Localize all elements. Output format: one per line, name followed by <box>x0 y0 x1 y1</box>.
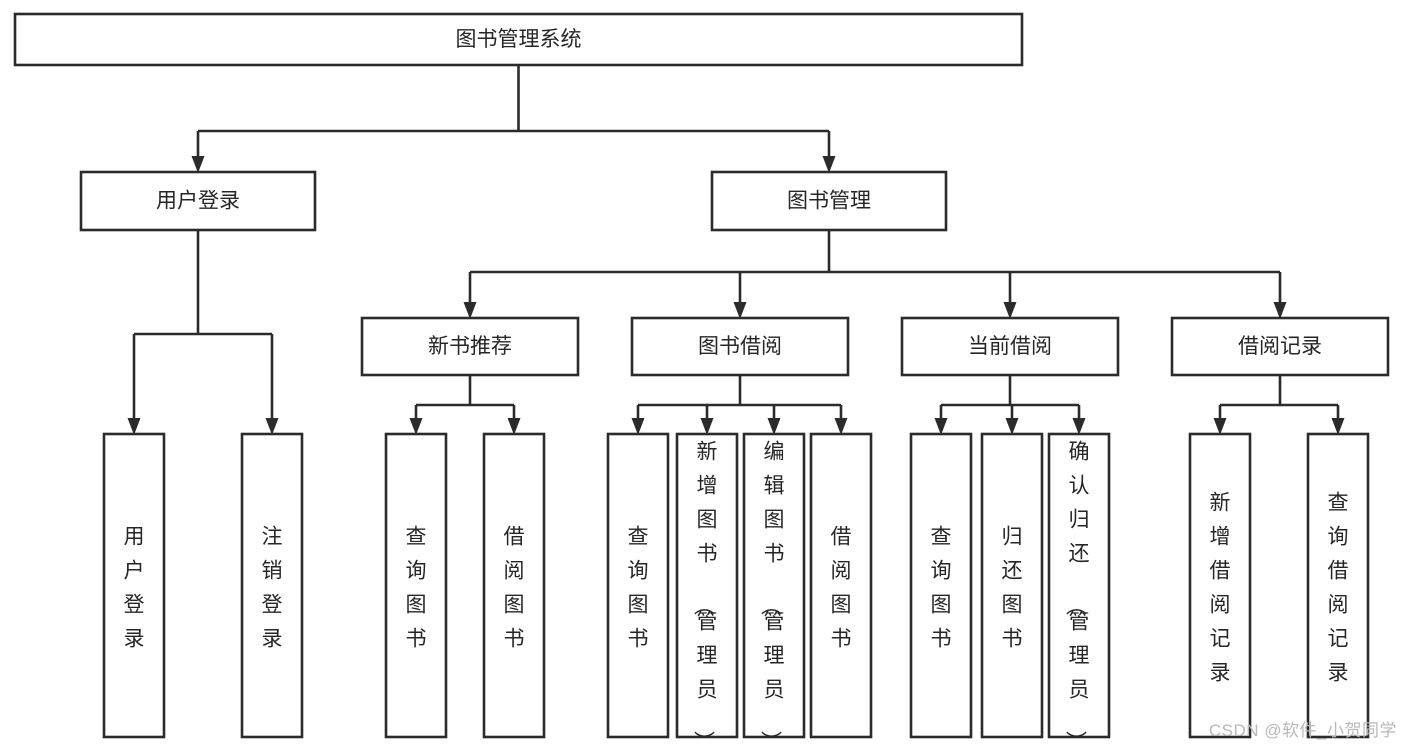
node-box[interactable] <box>980 432 1044 739</box>
node-label: 图书管理系统 <box>456 28 582 51</box>
node-label: 编辑图书（管理员） <box>759 441 785 747</box>
edge-arrowhead <box>934 418 948 435</box>
node-box[interactable] <box>675 432 739 739</box>
edge-arrowhead <box>1005 418 1019 435</box>
node-当前借阅[interactable]: 当前借阅 <box>900 316 1120 377</box>
node-label: 查询图书 <box>628 526 649 651</box>
node-编辑图书管理员[interactable]: 编辑图书（管理员） <box>742 432 806 747</box>
edge-arrowhead <box>1003 302 1017 319</box>
node-查询图书[interactable]: 查询图书 <box>909 432 973 739</box>
node-label: 查询图书 <box>406 526 427 651</box>
node-label: 新增借阅记录 <box>1210 492 1231 685</box>
node-归还图书[interactable]: 归还图书 <box>980 432 1044 739</box>
node-借阅图书[interactable]: 借阅图书 <box>482 432 546 739</box>
node-label: 借阅图书 <box>831 526 852 651</box>
node-借阅图书[interactable]: 借阅图书 <box>809 432 873 739</box>
node-box[interactable] <box>13 12 1024 67</box>
edge-arrowhead <box>631 418 645 435</box>
node-label: 归还图书 <box>1002 526 1023 651</box>
edge-arrowhead <box>733 302 747 319</box>
node-图书借阅[interactable]: 图书借阅 <box>630 316 850 377</box>
edge-arrowhead <box>1331 418 1345 435</box>
edge-arrowhead <box>127 418 141 435</box>
node-label: 当前借阅 <box>968 335 1052 358</box>
node-box[interactable] <box>360 316 580 377</box>
node-查询图书[interactable]: 查询图书 <box>384 432 448 739</box>
node-借阅记录[interactable]: 借阅记录 <box>1170 316 1390 377</box>
node-确认归还管理员[interactable]: 确认归还（管理员） <box>1047 432 1111 747</box>
node-box[interactable] <box>102 432 166 739</box>
node-box[interactable] <box>384 432 448 739</box>
nodes-layer: 图书管理系统用户登录图书管理新书推荐图书借阅当前借阅借阅记录用户登录注销登录查询… <box>13 12 1390 747</box>
node-label: 用户登录 <box>124 526 145 651</box>
node-box[interactable] <box>79 170 317 232</box>
node-新增借阅记录[interactable]: 新增借阅记录 <box>1188 432 1252 739</box>
node-box[interactable] <box>606 432 670 739</box>
edge-arrowhead <box>463 302 477 319</box>
node-box[interactable] <box>742 432 806 739</box>
node-box[interactable] <box>1306 432 1370 739</box>
node-label: 借阅记录 <box>1238 335 1322 358</box>
node-box[interactable] <box>1047 432 1111 739</box>
node-box[interactable] <box>1188 432 1252 739</box>
edge-arrowhead <box>834 418 848 435</box>
node-box[interactable] <box>240 432 304 739</box>
edge-arrowhead <box>507 418 521 435</box>
node-label: 查询图书 <box>931 526 952 651</box>
node-label: 新增图书（管理员） <box>692 441 718 747</box>
node-label: 新书推荐 <box>428 335 512 358</box>
edge-arrowhead <box>1072 418 1086 435</box>
edge-arrowhead <box>1213 418 1227 435</box>
node-box[interactable] <box>710 170 948 232</box>
node-label: 图书借阅 <box>698 335 782 358</box>
node-box[interactable] <box>1170 316 1390 377</box>
edge-arrowhead <box>191 156 205 173</box>
node-box[interactable] <box>809 432 873 739</box>
node-新增图书管理员[interactable]: 新增图书（管理员） <box>675 432 739 747</box>
node-查询借阅记录[interactable]: 查询借阅记录 <box>1306 432 1370 739</box>
node-box[interactable] <box>900 316 1120 377</box>
node-图书管理[interactable]: 图书管理 <box>710 170 948 232</box>
edge-arrowhead <box>265 418 279 435</box>
edge-arrowhead <box>822 156 836 173</box>
node-box[interactable] <box>909 432 973 739</box>
node-label: 查询借阅记录 <box>1328 492 1349 685</box>
node-查询图书[interactable]: 查询图书 <box>606 432 670 739</box>
node-图书管理系统[interactable]: 图书管理系统 <box>13 12 1024 67</box>
node-label: 用户登录 <box>156 190 240 213</box>
node-注销登录[interactable]: 注销登录 <box>240 432 304 739</box>
node-label: 图书管理 <box>787 190 871 213</box>
node-用户登录[interactable]: 用户登录 <box>79 170 317 232</box>
node-label: 确认归还（管理员） <box>1064 441 1090 747</box>
edge-arrowhead <box>700 418 714 435</box>
node-label: 借阅图书 <box>504 526 525 651</box>
edge-arrowhead <box>1273 302 1287 319</box>
node-label: 注销登录 <box>262 526 283 651</box>
edge-arrowhead <box>409 418 423 435</box>
node-新书推荐[interactable]: 新书推荐 <box>360 316 580 377</box>
node-用户登录[interactable]: 用户登录 <box>102 432 166 739</box>
edges-layer <box>127 65 1345 435</box>
node-box[interactable] <box>482 432 546 739</box>
node-box[interactable] <box>630 316 850 377</box>
edge-arrowhead <box>767 418 781 435</box>
